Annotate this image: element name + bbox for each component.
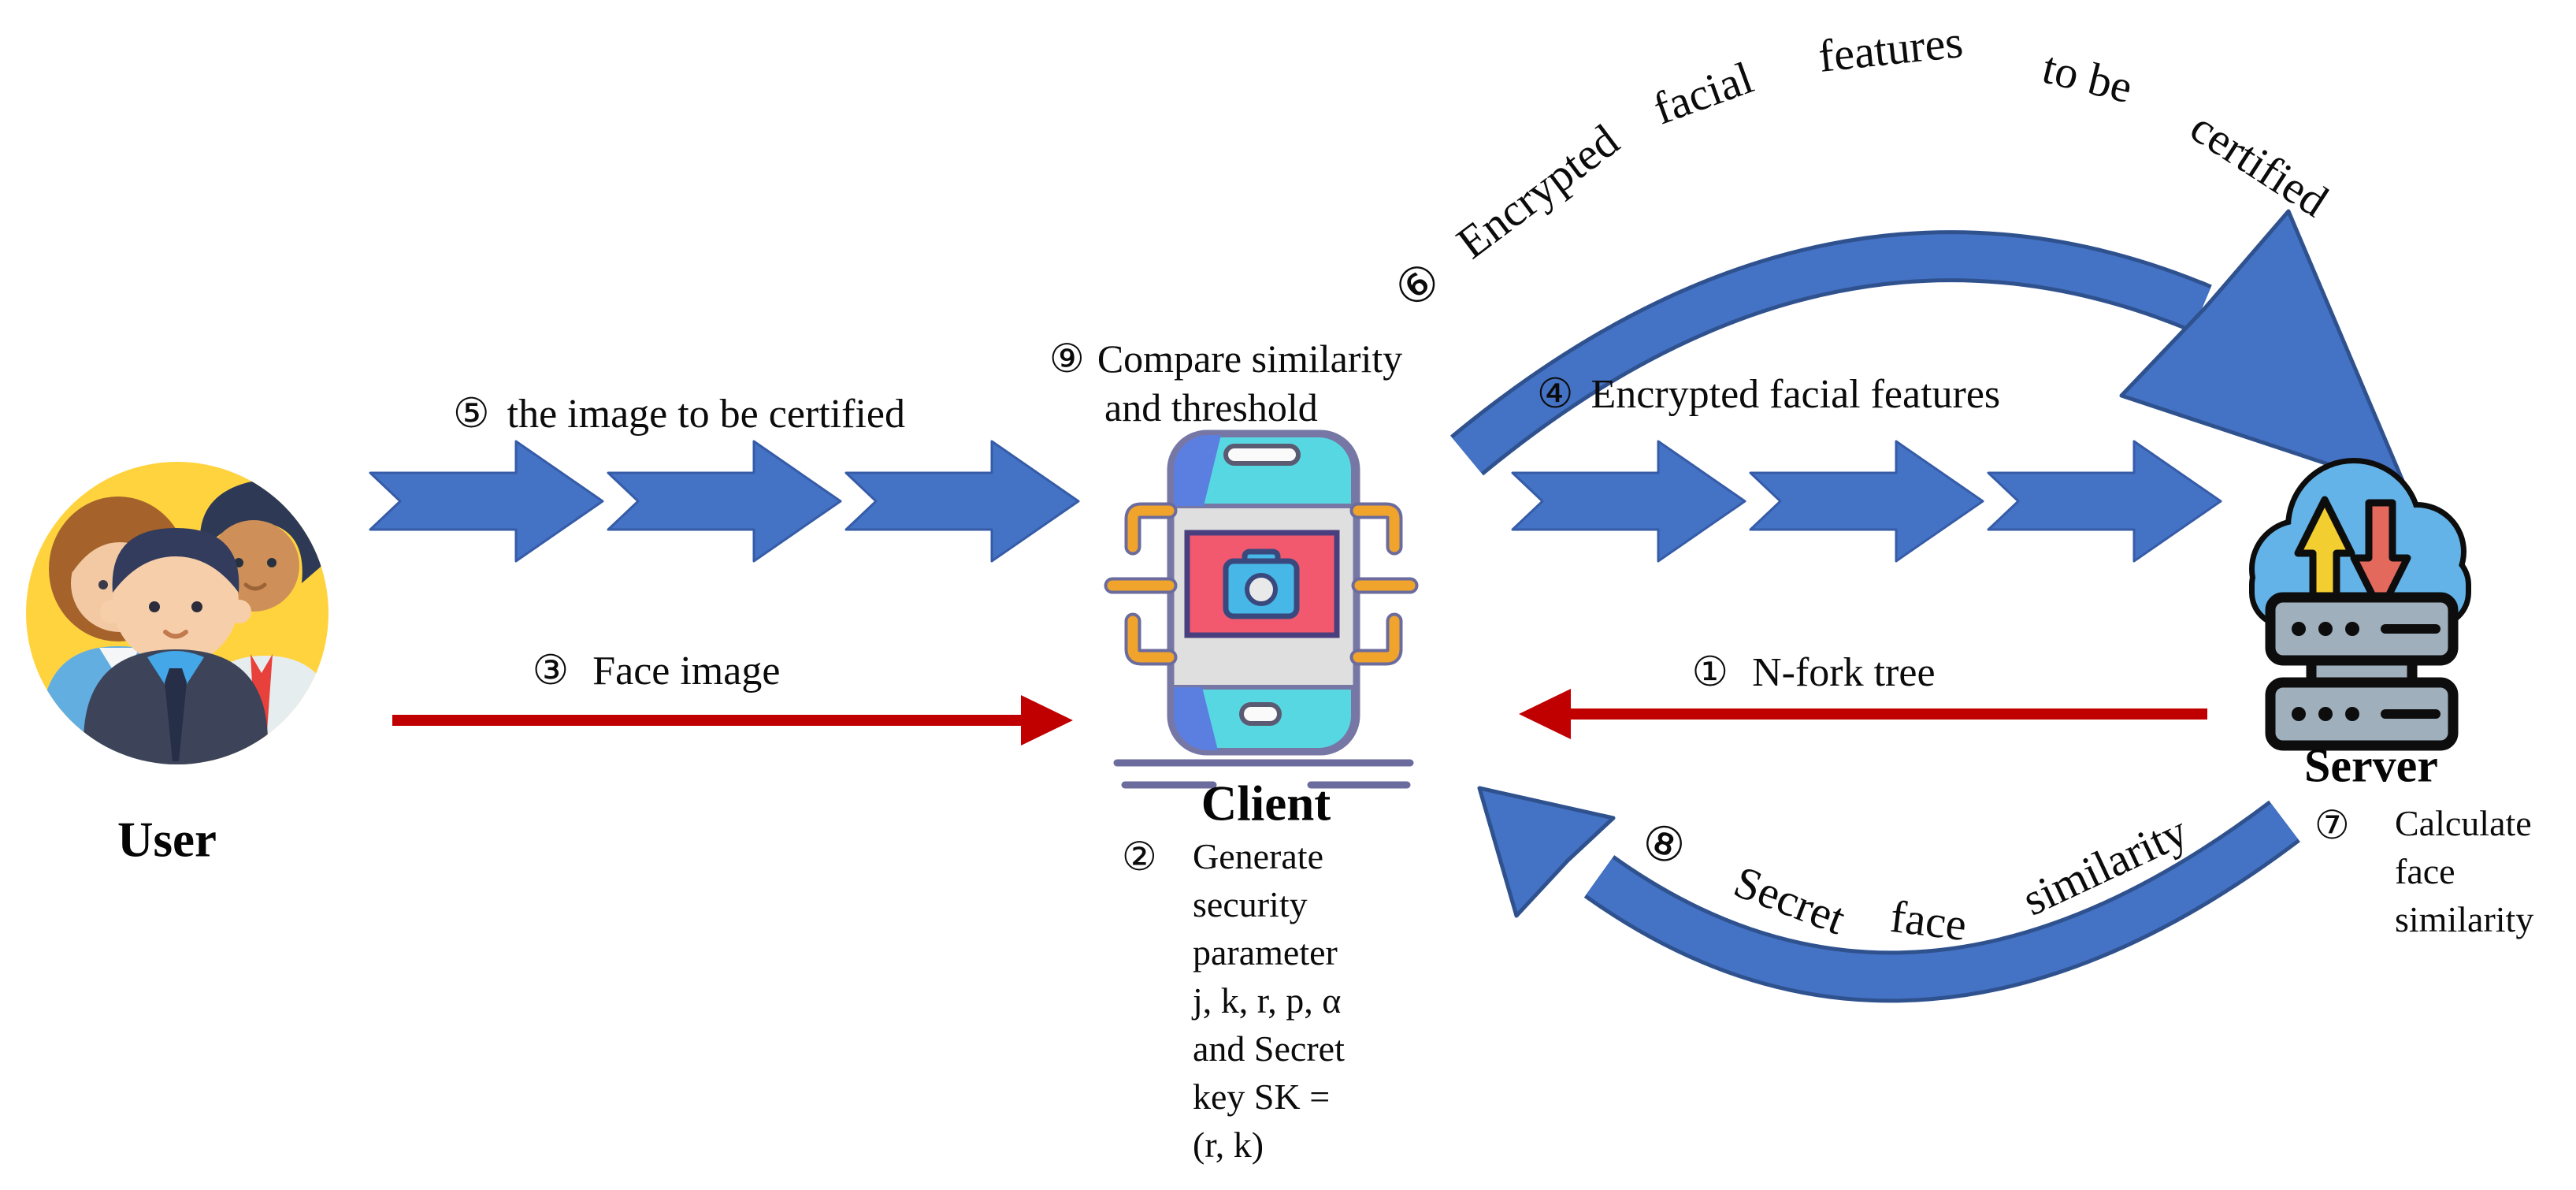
chevron-arrow: [1749, 440, 1984, 563]
chevron-arrow: [844, 440, 1080, 563]
chevron-arrow: [369, 440, 604, 563]
scan-brackets-icon: [1104, 502, 1419, 666]
home-button-icon: [1239, 702, 1282, 726]
step3-label: ③ Face image: [533, 647, 781, 694]
step1-label: ① N-fork tree: [1691, 649, 1935, 696]
step1-text: N-fork tree: [1752, 649, 1936, 695]
step3-number: ③: [532, 649, 570, 694]
step2-number: ②: [1122, 835, 1157, 879]
chevron-arrow-row-left: [369, 440, 1080, 563]
chevron-arrow: [607, 440, 842, 563]
step5-text: the image to be certified: [507, 391, 905, 437]
chevron-arrow: [1987, 440, 2222, 563]
step2-text: Generate security parameter j, k, r, p, …: [1193, 836, 1345, 1165]
chevron-arrow-row-right: [1511, 440, 2222, 563]
step8-word: face: [1887, 890, 1969, 951]
user-label: User: [117, 812, 217, 868]
smartphone-icon: [1104, 430, 1419, 789]
server-label: Server: [2304, 739, 2438, 792]
step3-text: Face image: [592, 648, 781, 694]
step9-line2: and threshold: [1104, 385, 1318, 430]
red-arrow-left-icon: [1519, 689, 2207, 739]
curved-arrow-down-icon: [1477, 786, 2300, 1003]
down-arrow-icon: [2350, 499, 2411, 615]
red-arrow-right-icon: [392, 695, 1073, 746]
step4-label: ④ Encrypted facial features: [1537, 370, 2000, 418]
step1-number: ①: [1691, 650, 1729, 695]
cloud-server-icon: [2249, 458, 2471, 751]
camera-icon: [1184, 530, 1340, 638]
client-label: Client: [1201, 775, 1331, 831]
step9-number: ⑨: [1049, 337, 1085, 381]
curved-arrow-up-icon: [1449, 209, 2409, 493]
step4-text: Encrypted facial features: [1591, 371, 2001, 417]
step4-number: ④: [1536, 372, 1574, 417]
step5-label: ⑤ the image to be certified: [453, 390, 905, 437]
chevron-arrow: [1511, 440, 1746, 563]
step7-number: ⑦: [2314, 803, 2350, 847]
user-group-icon: [26, 462, 328, 764]
step7-text: Calculate face similarity: [2395, 803, 2534, 939]
step5-number: ⑤: [453, 392, 490, 437]
speaker-slot-icon: [1223, 444, 1301, 466]
